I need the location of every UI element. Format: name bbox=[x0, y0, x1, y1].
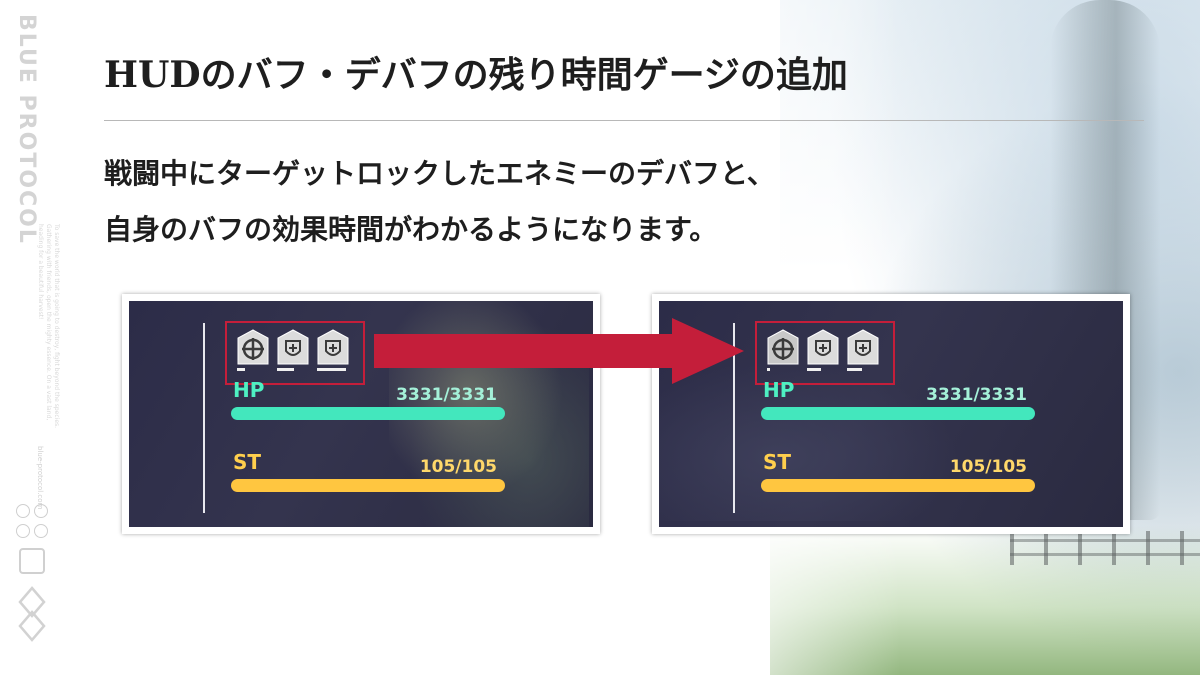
emblem-icon bbox=[16, 524, 30, 538]
brand-logo: BLUE PROTOCOL bbox=[14, 14, 39, 245]
shield-plus-icon bbox=[807, 329, 839, 365]
hp-bar bbox=[231, 407, 505, 420]
brand-emblems bbox=[16, 504, 48, 646]
slide-title: HUDのバフ・デバフの残り時間ゲージの追加 bbox=[104, 54, 848, 96]
hp-label: HP bbox=[233, 378, 265, 402]
game-view-after: HP 3331/3331 ST 105/105 bbox=[659, 301, 1123, 527]
background-fence bbox=[1010, 531, 1200, 565]
hud-divider-line bbox=[733, 323, 735, 513]
branding-strip: BLUE PROTOCOL To save the world that is … bbox=[12, 14, 60, 664]
buff-list bbox=[237, 329, 349, 371]
st-value: 105/105 bbox=[949, 457, 1027, 477]
buff-slot bbox=[237, 329, 269, 371]
title-divider bbox=[104, 120, 1144, 121]
brand-fine-print: To save the world that is going to destr… bbox=[37, 224, 60, 429]
buff-highlight-box bbox=[225, 321, 365, 385]
buff-timer-bar bbox=[277, 368, 294, 371]
arrow-right-icon bbox=[374, 318, 744, 384]
game-scenery bbox=[659, 361, 959, 521]
debuff-cross-icon bbox=[237, 329, 269, 365]
buff-timer-bar bbox=[237, 368, 245, 371]
emblem-icon bbox=[34, 504, 48, 518]
shield-plus-icon bbox=[317, 329, 349, 365]
slide-subtitle: 戦闘中にターゲットロックしたエネミーのデバフと、 自身のバフの効果時間がわかるよ… bbox=[104, 146, 775, 258]
buff-timer-bar bbox=[807, 368, 821, 371]
buff-slot bbox=[807, 329, 839, 371]
buff-timer-bar bbox=[847, 368, 862, 371]
shield-plus-icon bbox=[847, 329, 879, 365]
buff-slot bbox=[317, 329, 349, 371]
buff-timer-bar bbox=[767, 368, 770, 371]
emblem-icon bbox=[34, 524, 48, 538]
emblem-icon bbox=[16, 504, 30, 518]
st-bar bbox=[231, 479, 505, 492]
hp-bar bbox=[761, 407, 1035, 420]
st-value: 105/105 bbox=[419, 457, 497, 477]
buff-list bbox=[767, 329, 879, 371]
crest-icon bbox=[19, 548, 45, 574]
hud-divider-line bbox=[203, 323, 205, 513]
st-bar bbox=[761, 479, 1035, 492]
shield-plus-icon bbox=[277, 329, 309, 365]
hp-value: 3331/3331 bbox=[926, 385, 1027, 405]
hud-screenshot-before: HP 3331/3331 ST 105/105 bbox=[122, 294, 600, 534]
hp-label: HP bbox=[763, 378, 795, 402]
debuff-cross-icon bbox=[767, 329, 799, 365]
hud-screenshot-after: HP 3331/3331 ST 105/105 bbox=[652, 294, 1130, 534]
buff-slot bbox=[847, 329, 879, 371]
studio-logo-icon bbox=[18, 586, 46, 642]
st-label: ST bbox=[233, 450, 262, 474]
buff-slot bbox=[767, 329, 799, 371]
buff-slot bbox=[277, 329, 309, 371]
buff-highlight-box bbox=[755, 321, 895, 385]
hp-value: 3331/3331 bbox=[396, 385, 497, 405]
st-label: ST bbox=[763, 450, 792, 474]
brand-url: blue-protocol.com bbox=[36, 446, 44, 510]
buff-timer-bar bbox=[317, 368, 346, 371]
subtitle-line: 自身のバフの効果時間がわかるようになります。 bbox=[104, 213, 718, 246]
subtitle-line: 戦闘中にターゲットロックしたエネミーのデバフと、 bbox=[104, 157, 775, 190]
